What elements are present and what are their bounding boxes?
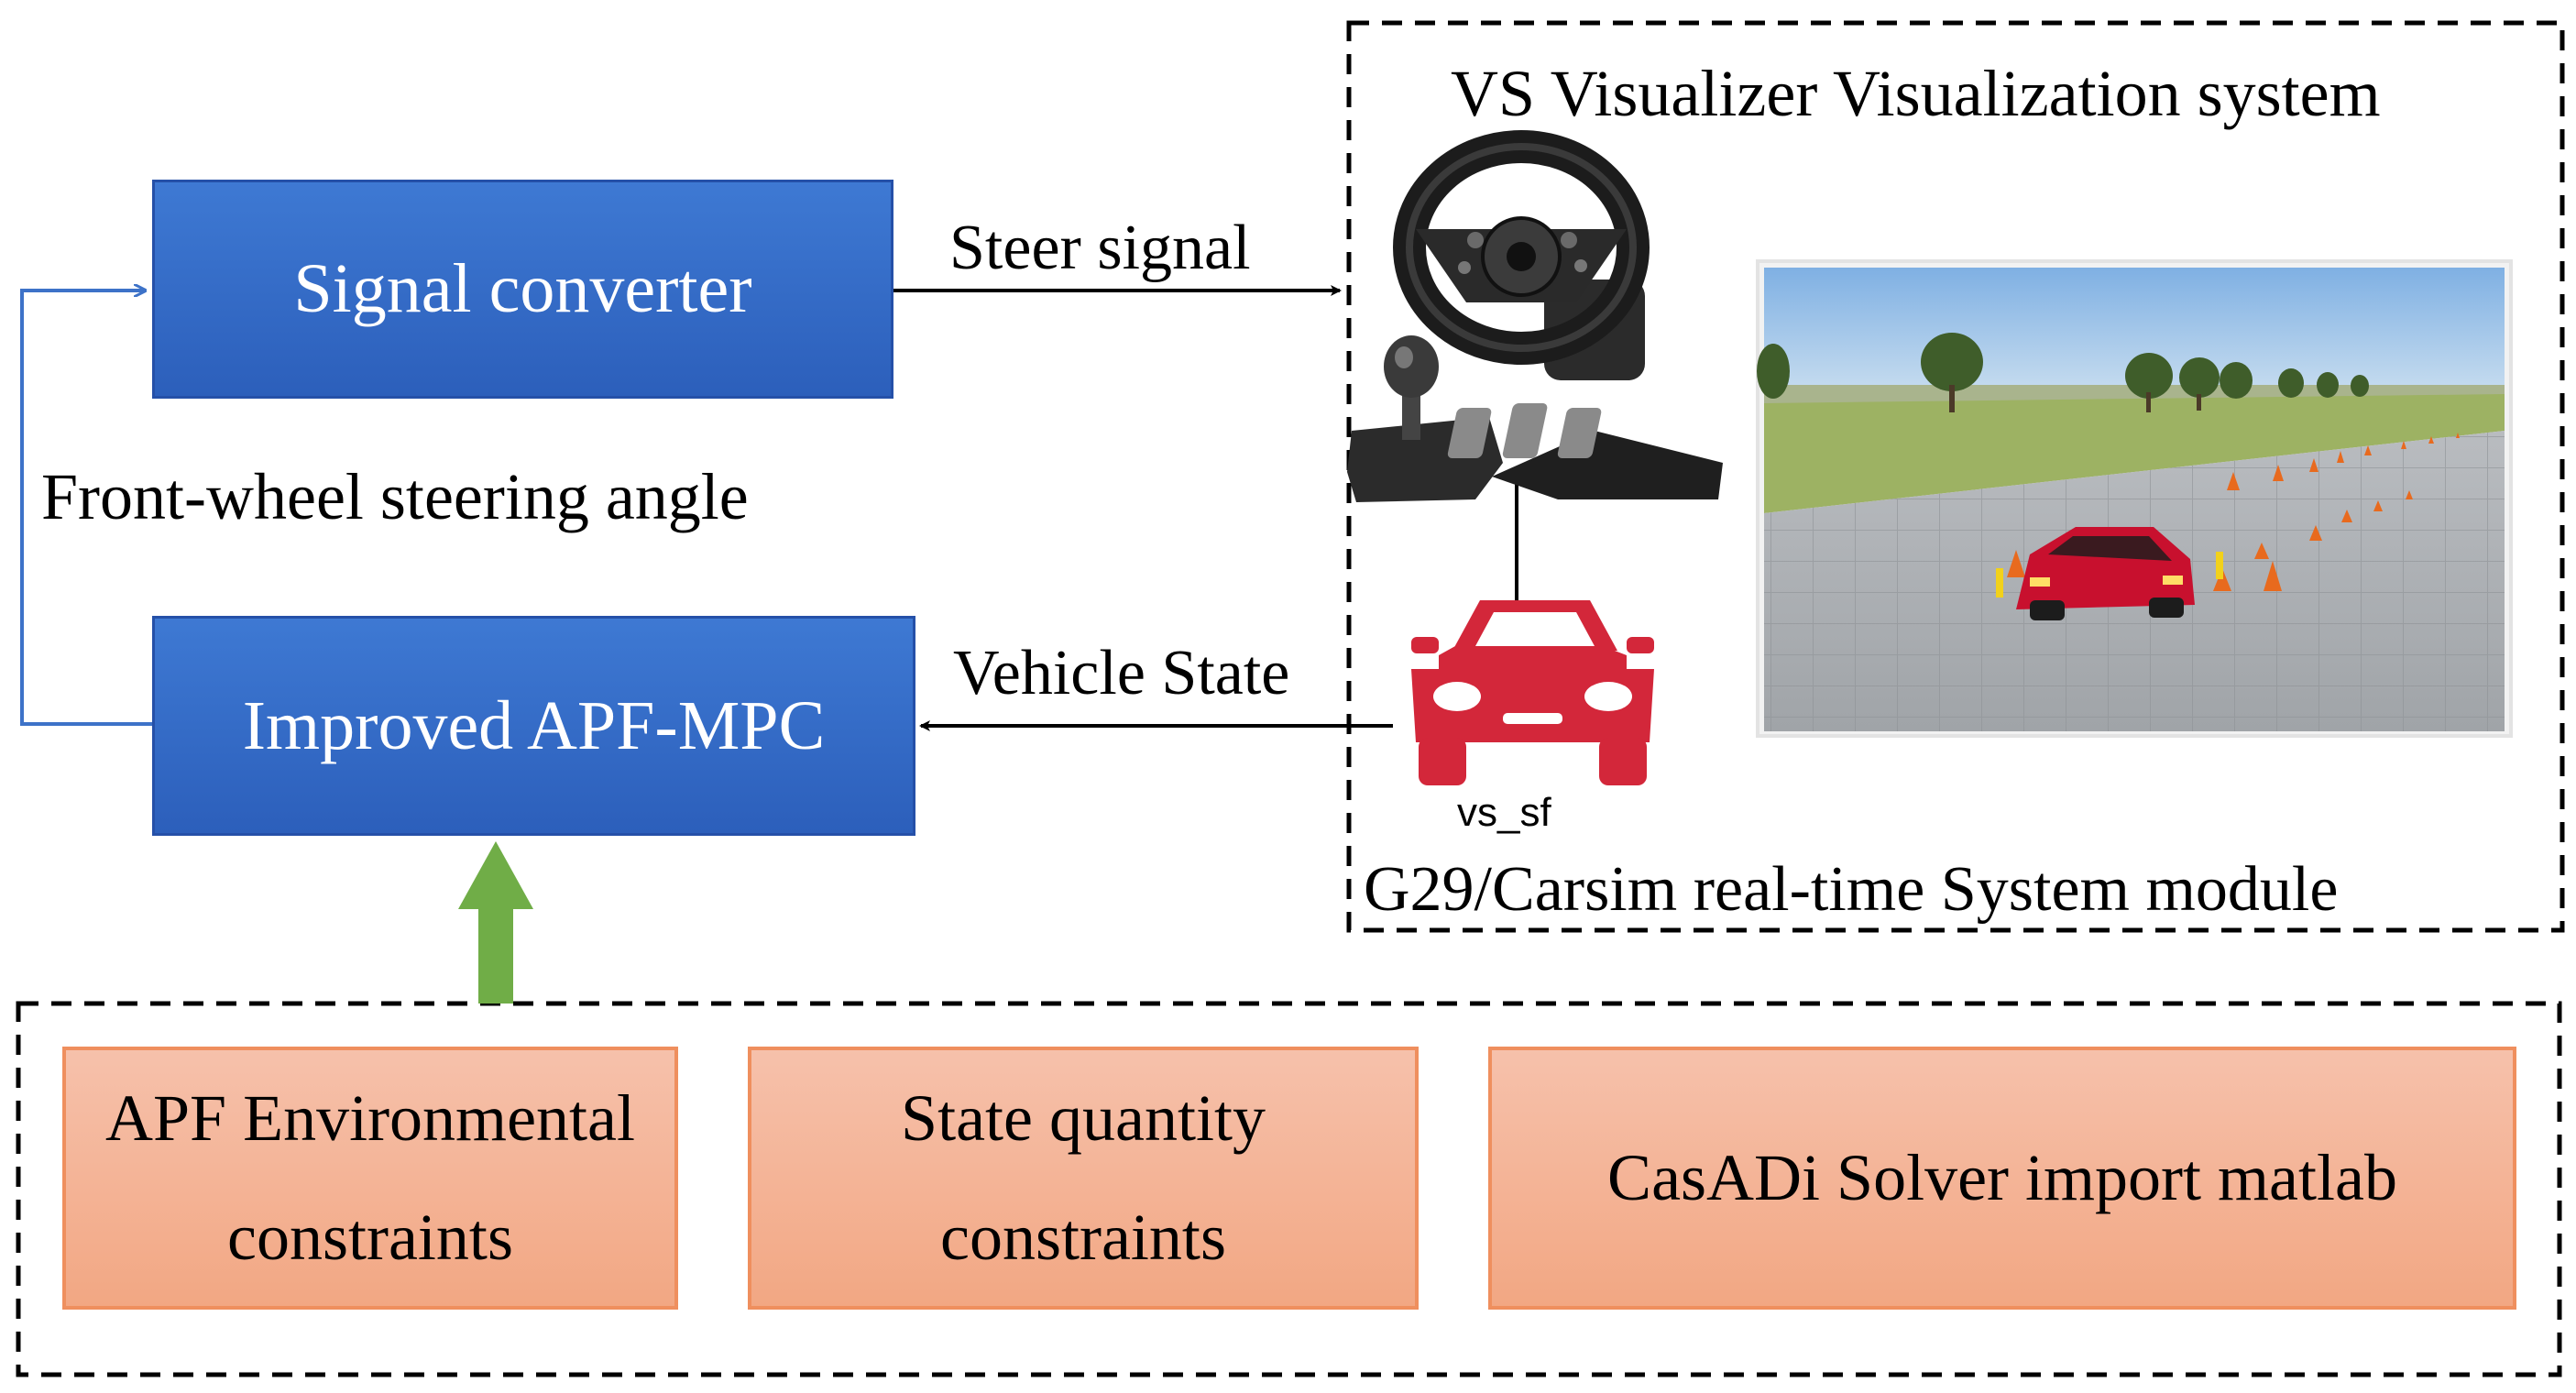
casadi-solver-label: CasADi Solver import matlab bbox=[1607, 1140, 2397, 1214]
signal-converter-label: Signal converter bbox=[293, 250, 752, 327]
car-model-icon bbox=[1411, 600, 1654, 785]
casadi-solver-block: CasADi Solver import matlab bbox=[1488, 1047, 2516, 1310]
state-quantity-constraints-block: State quantity constraints bbox=[748, 1047, 1419, 1310]
simulated-car bbox=[2016, 527, 2195, 620]
apf-environmental-constraints-block: APF Environmental constraints bbox=[62, 1047, 678, 1310]
simulation-module-footer: G29/Carsim real-time System module bbox=[1364, 854, 2339, 925]
steering-wheel-icon bbox=[1393, 130, 1650, 380]
simulation-module-frame bbox=[1346, 20, 2565, 933]
pedals-icon bbox=[1447, 403, 1723, 499]
simulation-module-title: VS Visualizer Visualization system bbox=[1451, 57, 2381, 130]
constraints-input-arrow bbox=[458, 841, 533, 1004]
vehicle-state-label: Vehicle State bbox=[953, 638, 1290, 708]
simulation-view-image bbox=[1756, 259, 2513, 738]
constraints-frame bbox=[16, 1001, 2562, 1377]
apf-constraints-line1: APF Environmental bbox=[105, 1080, 635, 1155]
signal-converter-block: Signal converter bbox=[152, 180, 893, 399]
apf-constraints-line2: constraints bbox=[227, 1200, 513, 1274]
state-constraints-line2: constraints bbox=[940, 1200, 1226, 1274]
improved-apf-mpc-block: Improved APF-MPC bbox=[152, 616, 915, 836]
steer-signal-label: Steer signal bbox=[949, 213, 1251, 283]
feedback-line bbox=[20, 291, 152, 726]
car-block-label: vs_sf bbox=[1457, 790, 1551, 835]
front-wheel-angle-label: Front-wheel steering angle bbox=[41, 460, 749, 533]
state-constraints-line1: State quantity bbox=[901, 1080, 1266, 1155]
improved-apf-mpc-label: Improved APF-MPC bbox=[242, 686, 826, 764]
